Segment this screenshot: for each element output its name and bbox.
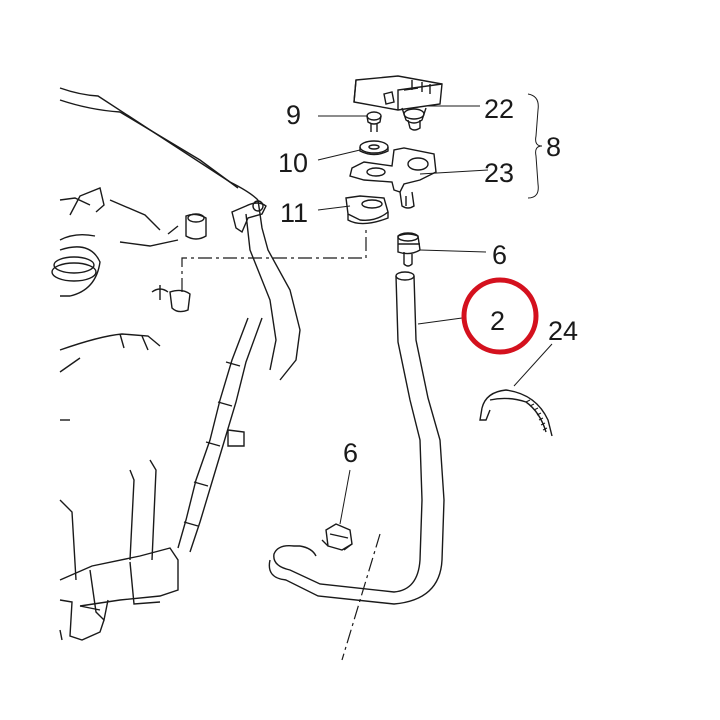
callout-6-bottom: 6: [343, 438, 358, 468]
callout-23: 23: [484, 158, 514, 188]
part-23-bracket: [349, 147, 437, 209]
callout-2: 2: [490, 306, 505, 336]
callout-11: 11: [280, 198, 308, 228]
callout-8: 8: [546, 132, 561, 162]
callout-10: 10: [278, 148, 308, 178]
callout-24: 24: [548, 316, 578, 346]
part-11-clamp: [345, 195, 389, 225]
part-2-hose: [268, 271, 445, 605]
tank-housing: [51, 87, 301, 641]
callout-labels: 9 10 11 22 23 8 6 2 24 6: [278, 94, 578, 468]
part-6-hose-clip-bottom: [321, 523, 353, 551]
part-22-sensor-block: [353, 75, 443, 131]
callout-6-top: 6: [492, 240, 507, 270]
part-10-washer: [359, 140, 389, 156]
part-9-screw: [366, 111, 382, 132]
leader-lines: [317, 93, 553, 525]
highlight-circle: [461, 277, 539, 355]
hose-axis-line: [341, 533, 381, 661]
callout-9: 9: [286, 100, 301, 130]
part-6-hose-clip-top: [397, 232, 421, 267]
part-24-cable-tie: [479, 389, 553, 437]
callout-22: 22: [484, 94, 514, 124]
mounting-axis-line: [181, 226, 367, 292]
